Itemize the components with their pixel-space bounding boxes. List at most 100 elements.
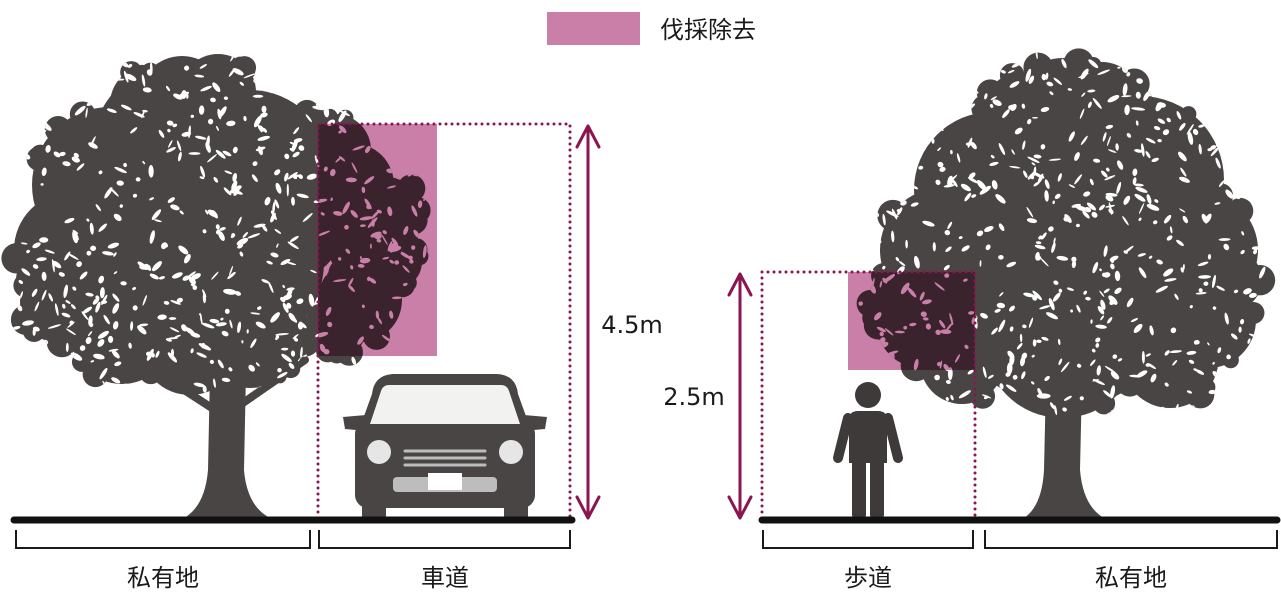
canopy-leaf-gap [1044,375,1050,382]
canopy-leaf-gap [1207,254,1212,260]
canopy-leaf-gap [934,374,940,381]
canopy-leaf-gap [181,90,187,99]
canopy-leaf-gap [170,300,181,305]
canopy-leaf-gap [1075,223,1080,228]
canopy-leaf-gap [51,370,55,377]
canopy-leaf-gap [1099,204,1105,211]
canopy-leaf-gap [1232,153,1237,158]
canopy-leaf-gap [243,115,247,122]
canopy-leaf-gap [1107,317,1113,324]
canopy-leaf-gap [106,108,117,114]
canopy-leaf-gap [948,174,958,184]
canopy-leaf-gap [1179,122,1186,131]
canopy-leaf-gap [1085,296,1091,301]
canopy-leaf-gap [413,368,418,374]
canopy-leaf-gap [1166,48,1177,55]
canopy-leaf-gap [1117,358,1123,362]
canopy-leaf-gap [25,92,30,96]
canopy-leaf-gap [1145,363,1152,367]
canopy-leaf-gap [868,241,876,247]
canopy-leaf-gap [190,348,194,354]
canopy-leaf-gap [168,317,177,320]
canopy-leaf-gap [882,213,886,226]
canopy-leaf-gap [345,88,348,102]
canopy-leaf-gap [1007,350,1015,359]
canopy-leaf-gap [200,85,212,92]
canopy-leaf-gap [349,76,361,84]
canopy-leaf-gap [188,125,191,139]
canopy-leaf-gap [270,252,279,258]
canopy-leaf-gap [874,214,877,227]
canopy-leaf-gap [1100,315,1105,321]
canopy-leaf-gap [1028,75,1035,84]
canopy-leaf-gap [232,68,244,76]
canopy-leaf-gap [261,279,270,284]
canopy-leaf-gap [1219,401,1226,412]
canopy-leaf-gap [944,229,951,236]
canopy-leaf-gap [965,142,972,146]
canopy-leaf-gap [1141,143,1145,157]
canopy-leaf-gap [856,170,861,175]
canopy-leaf-gap [47,54,55,58]
canopy-leaf-gap [1215,157,1221,169]
canopy-leaf-gap [910,202,919,207]
canopy-leaf-gap [1026,218,1038,224]
pedestrian-arm-right [883,413,903,463]
canopy-leaf-gap [184,65,190,71]
canopy-leaf-gap [11,119,18,128]
sidewalk-dimension-arrow [727,272,753,520]
canopy-leaf-gap [1080,135,1088,146]
canopy-leaf-gap [220,317,224,321]
canopy-leaf-gap [1182,215,1189,224]
canopy-leaf-gap [862,92,870,99]
canopy-leaf-gap [1138,203,1145,214]
canopy-leaf-gap [995,194,1006,204]
canopy-leaf-gap [176,297,183,303]
canopy-leaf-gap [1108,149,1117,153]
canopy-leaf-gap [962,93,970,98]
canopy-leaf-gap [983,50,990,56]
canopy-leaf-gap [1198,143,1202,155]
canopy-leaf-gap [1223,108,1229,115]
canopy-leaf-gap [1195,408,1201,417]
canopy-leaf-gap [1035,241,1042,245]
canopy-leaf-gap [1021,103,1026,109]
canopy-leaf-gap [111,350,120,359]
canopy-leaf-gap [6,171,16,177]
canopy-leaf-gap [248,364,255,372]
canopy-leaf-gap [1233,153,1238,156]
canopy-leaf-gap [1063,215,1070,222]
canopy-leaf-gap [984,93,988,100]
canopy-leaf-gap [1182,88,1185,93]
canopy-leaf-gap [280,297,286,303]
canopy-leaf-gap [426,54,431,56]
canopy-leaf-gap [377,91,381,94]
canopy-leaf-gap [1046,81,1054,87]
canopy-leaf-gap [123,70,129,83]
canopy-leaf-gap [293,127,300,135]
canopy-leaf-gap [976,230,984,237]
canopy-leaf-gap [87,331,93,337]
canopy-leaf-gap [34,301,40,312]
canopy-leaf-gap [1233,289,1239,294]
canopy-leaf-gap [1160,63,1165,67]
canopy-leaf-gap [1036,256,1042,261]
canopy-leaf-gap [52,260,62,269]
canopy-leaf-gap [990,96,997,101]
canopy-leaf-gap [1156,259,1163,265]
canopy-leaf-gap [64,373,74,381]
canopy-leaf-gap [351,356,356,366]
canopy-leaf-gap [158,276,166,280]
canopy-leaf-gap [8,94,14,101]
canopy-leaf-gap [333,62,340,68]
canopy-leaf-gap [1192,128,1199,136]
canopy-leaf-gap [1205,53,1209,58]
canopy-leaf-gap [961,245,970,252]
canopy-leaf-gap [286,288,293,300]
canopy-leaf-gap [333,377,345,382]
canopy-leaf-gap [1007,69,1015,74]
canopy-leaf-gap [880,195,885,199]
canopy-leaf-gap [25,188,33,195]
canopy-leaf-gap [911,70,916,75]
canopy-leaf-gap [310,269,317,274]
